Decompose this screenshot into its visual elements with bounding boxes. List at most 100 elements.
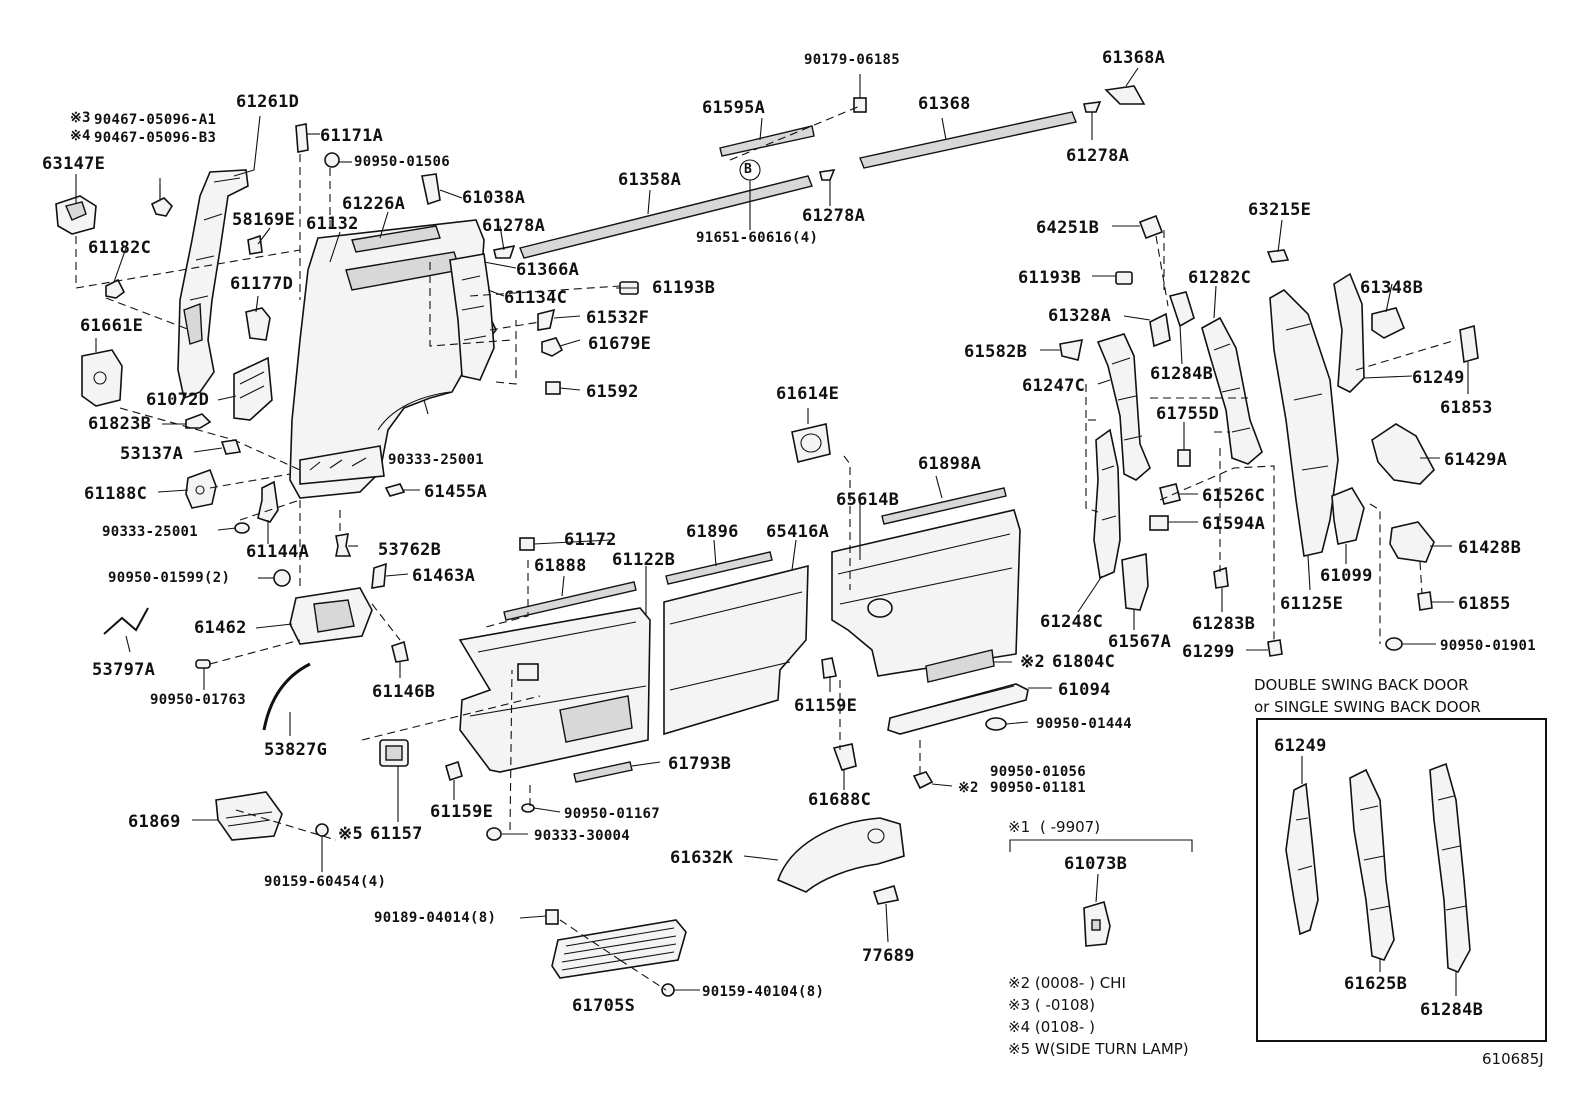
ref-circle-b-label: B — [744, 162, 753, 177]
part-53797A-shape — [103, 607, 149, 635]
part-61125E-shape — [1269, 289, 1339, 557]
part-label-61328a: 61328A — [1048, 306, 1112, 326]
note-1-mark: ※1 — [1008, 818, 1031, 836]
part-61582B-shape — [1059, 339, 1084, 361]
part-label-53762b: 53762B — [378, 540, 442, 560]
part-label-61804c: 61804C — [1052, 652, 1116, 672]
part-label-61869: 61869 — [128, 812, 181, 832]
part-label-61193b-2: 61193B — [1018, 268, 1082, 288]
part-label-64251b: 64251B — [1036, 218, 1100, 238]
part-90950-01901-shape — [1385, 637, 1403, 651]
part-label-61226a: 61226A — [342, 194, 406, 214]
part-label-61284b-1: 61284B — [1150, 364, 1214, 384]
part-label-61582b: 61582B — [964, 342, 1028, 362]
alt-part-mark-3: ※3 — [70, 110, 91, 126]
leader-lines — [75, 67, 1469, 996]
part-61804C-shape — [925, 649, 995, 683]
part-61177D-shape — [245, 307, 271, 341]
part-label-61099: 61099 — [1320, 566, 1373, 586]
part-label-61594a: 61594A — [1202, 514, 1266, 534]
part-label-61567a: 61567A — [1108, 632, 1172, 652]
part-label-61134c: 61134C — [504, 288, 568, 308]
inset-part-61249-shape — [1285, 782, 1319, 936]
part-61278A-shape — [493, 244, 516, 259]
part-label-61122b: 61122B — [612, 550, 676, 570]
part-label-61632k: 61632K — [670, 848, 734, 868]
part-label-90950-01444: 90950-01444 — [1036, 716, 1133, 732]
part-label-90159-60454: 90159-60454(4) — [264, 874, 387, 890]
part-90950-01167-shape — [521, 803, 535, 813]
part-label-61159e-2: 61159E — [430, 802, 494, 822]
part-90159-60454-shape — [315, 823, 329, 848]
part-label-77689: 77689 — [862, 946, 915, 966]
part-90950-01444-shape — [985, 717, 1007, 731]
part-53827G-shape — [262, 662, 311, 731]
part-61429A-shape — [1371, 423, 1435, 485]
part-label-61898a: 61898A — [918, 454, 982, 474]
part-63147E-shape — [55, 195, 97, 235]
part-90333-25001-shape — [234, 522, 250, 534]
part-label-61429a: 61429A — [1444, 450, 1508, 470]
part-61284B-shape — [1168, 291, 1195, 328]
note-5: ※5 W(SIDE TURN LAMP) — [1008, 1040, 1189, 1058]
part-label-61248c: 61248C — [1040, 612, 1104, 632]
part-label-61177d: 61177D — [230, 274, 294, 294]
part-61073B-shape — [1083, 900, 1111, 947]
part-label-90333-25001-a: 90333-25001 — [388, 452, 485, 468]
inset-title-line2: or SINGLE SWING BACK DOOR — [1254, 698, 1481, 716]
part-label-61182c: 61182C — [88, 238, 152, 258]
part-61172-shape — [519, 537, 535, 551]
assembly-dashed-lines — [75, 105, 1457, 991]
part-61193B-2-shape — [1115, 271, 1133, 285]
part-label-61146b: 61146B — [372, 682, 436, 702]
part-61159E-2-shape — [445, 760, 463, 782]
part-label-61793b: 61793B — [668, 754, 732, 774]
part-61261D-shape — [177, 169, 249, 400]
note-2: ※2 (0008- ) CHI — [1008, 974, 1126, 992]
part-65416A-shape — [663, 564, 809, 736]
part-61278A-2-shape — [1083, 101, 1102, 113]
part-61592-shape — [545, 381, 561, 395]
part-61661E-shape — [81, 349, 123, 407]
part-label-61855: 61855 — [1458, 594, 1511, 614]
part-label-90159-40104: 90159-40104(8) — [702, 984, 825, 1000]
part-65614B-shape — [831, 509, 1021, 677]
part-61526C-shape — [1159, 483, 1181, 505]
part-label-90179-06185: 90179-06185 — [804, 52, 901, 68]
part-61896-shape — [665, 551, 773, 585]
part-61455A-shape — [384, 483, 406, 497]
part-label-61526c: 61526C — [1202, 486, 1266, 506]
part-90950-01763-shape — [195, 659, 211, 669]
note-1-text: ( -9907) — [1040, 818, 1101, 836]
part-61226A-shape — [351, 225, 441, 253]
part-label-61462: 61462 — [194, 618, 247, 638]
part-label-65614b: 65614B — [836, 490, 900, 510]
part-61358A-shape — [519, 175, 813, 259]
part-61157-shape — [379, 739, 409, 767]
inset-part-61284B-2-shape — [1429, 762, 1471, 974]
part-61898A-shape — [881, 487, 1007, 525]
part-61888-shape — [503, 581, 637, 621]
alt-part-label-3: 90467-05096-A1 — [94, 112, 217, 128]
part-label-61592: 61592 — [586, 382, 639, 402]
back-door-variant-inset — [1256, 718, 1547, 1042]
part-61855-shape — [1417, 591, 1433, 611]
part-61188C-shape — [185, 468, 217, 509]
part-61594A-shape — [1149, 515, 1169, 531]
note-3: ※3 ( -0108) — [1008, 996, 1095, 1014]
part-61134C-shape — [449, 253, 495, 381]
part-90950-01599-shape — [273, 569, 291, 587]
part-label-53797a: 53797A — [92, 660, 156, 680]
part-label-61853: 61853 — [1440, 398, 1493, 418]
part-64251B-shape — [1138, 214, 1164, 240]
part-label-61172: 61172 — [564, 530, 617, 550]
part-label-61463a: 61463A — [412, 566, 476, 586]
part-61705S-shape — [551, 919, 687, 979]
part-label-90950-01056: 90950-01056 — [990, 764, 1087, 780]
part-label-61278a-2: 61278A — [1066, 146, 1130, 166]
part-label-61193b-1: 61193B — [652, 278, 716, 298]
part-90950-01506-shape — [324, 152, 340, 168]
part-label-61283b: 61283B — [1192, 614, 1256, 634]
part-label-61823b: 61823B — [88, 414, 152, 434]
inset-part-label-61625b: 61625B — [1344, 974, 1408, 994]
